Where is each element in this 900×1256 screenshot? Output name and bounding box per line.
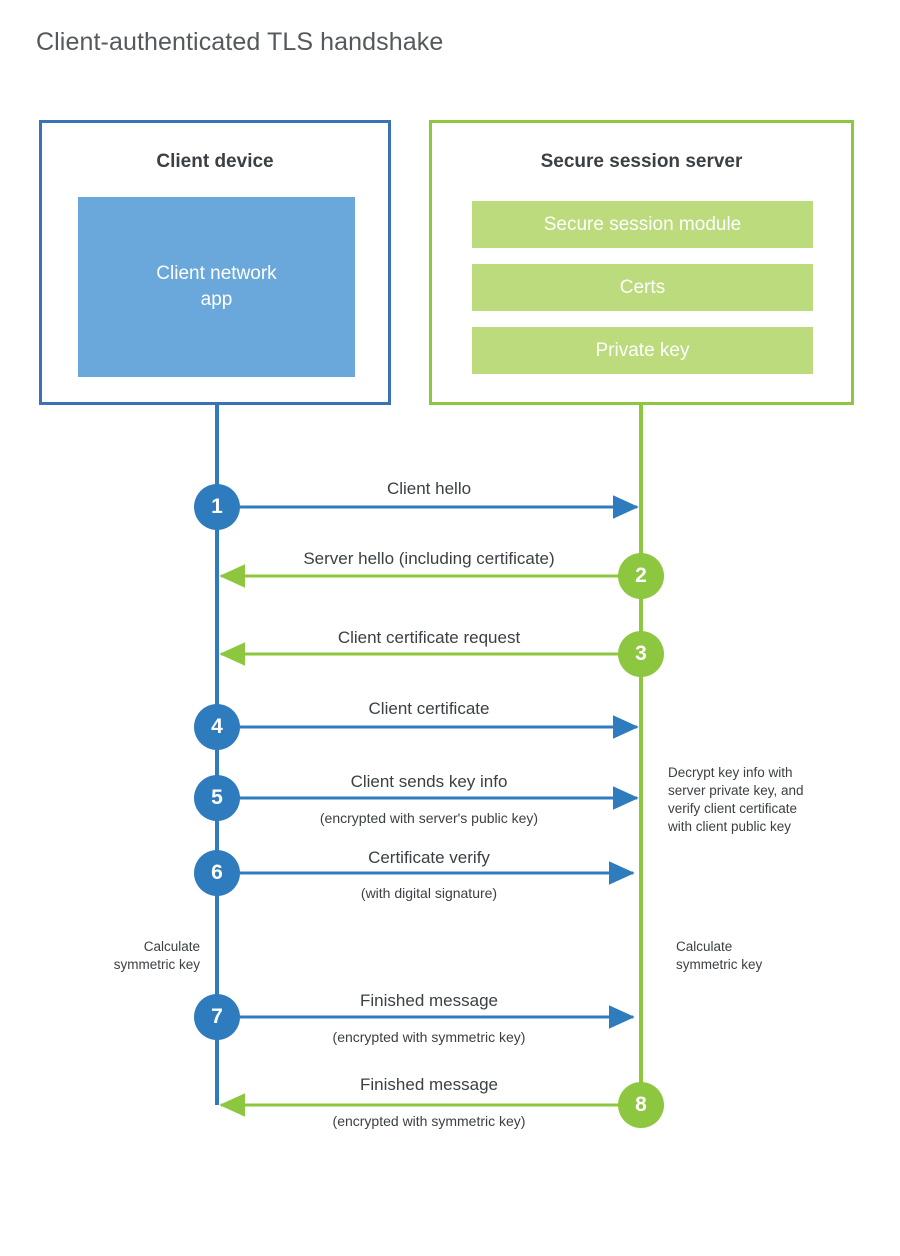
- step-node-7[interactable]: 7: [194, 994, 240, 1040]
- server-module-private-key: Private key: [472, 327, 813, 374]
- step-number: 4: [211, 715, 223, 738]
- step-number: 6: [211, 861, 223, 884]
- message-label-7: Finished message: [360, 991, 498, 1010]
- secure-session-server-title: Secure session server: [540, 151, 743, 172]
- message-label-5: Client sends key info: [350, 772, 508, 791]
- client-device-box: Client device Client network app: [39, 120, 391, 405]
- message-sublabel-7: (encrypted with symmetric key): [332, 1029, 526, 1045]
- message-label-4: Client certificate: [368, 699, 490, 718]
- step-node-2[interactable]: 2: [618, 553, 664, 599]
- step-number: 5: [211, 786, 223, 809]
- secure-session-server-box: Secure session server Secure session mod…: [429, 120, 854, 405]
- step-number: 2: [635, 564, 647, 587]
- message-label-3: Client certificate request: [337, 628, 521, 647]
- server-module-label: Secure session module: [543, 213, 742, 235]
- server-module-label: Private key: [595, 339, 690, 361]
- message-sublabel-5: (encrypted with server's public key): [319, 810, 539, 826]
- step-node-5[interactable]: 5: [194, 775, 240, 821]
- page-title: Client-authenticated TLS handshake: [36, 28, 444, 56]
- annotation-server-decrypt: Decrypt key info with server private key…: [668, 765, 804, 834]
- annotation-client-calculate-symmetric-key: Calculate symmetric key: [113, 939, 200, 972]
- step-number: 7: [211, 1005, 223, 1028]
- server-module-secure-session-module: Secure session module: [472, 201, 813, 248]
- message-label-1: Client hello: [386, 479, 472, 498]
- client-device-title: Client device: [156, 151, 274, 172]
- message-sublabel-8: (encrypted with symmetric key): [332, 1113, 526, 1129]
- step-node-6[interactable]: 6: [194, 850, 240, 896]
- step-node-3[interactable]: 3: [618, 631, 664, 677]
- message-sublabel-6: (with digital signature): [360, 885, 498, 901]
- message-label-8: Finished message: [360, 1075, 498, 1094]
- step-node-1[interactable]: 1: [194, 484, 240, 530]
- server-module-certs: Certs: [472, 264, 813, 311]
- message-label-6: Certificate verify: [368, 848, 490, 867]
- step-node-4[interactable]: 4: [194, 704, 240, 750]
- server-module-label: Certs: [619, 276, 666, 298]
- annotation-server-calculate-symmetric-key: Calculate symmetric key: [676, 939, 763, 972]
- client-network-app-block: Client network app: [78, 197, 355, 377]
- step-number: 3: [635, 642, 647, 665]
- step-number: 1: [211, 495, 223, 518]
- step-node-8[interactable]: 8: [618, 1082, 664, 1128]
- message-label-2: Server hello (including certificate): [303, 549, 555, 568]
- step-number: 8: [635, 1093, 647, 1116]
- client-network-app-label: Client network app: [156, 263, 277, 310]
